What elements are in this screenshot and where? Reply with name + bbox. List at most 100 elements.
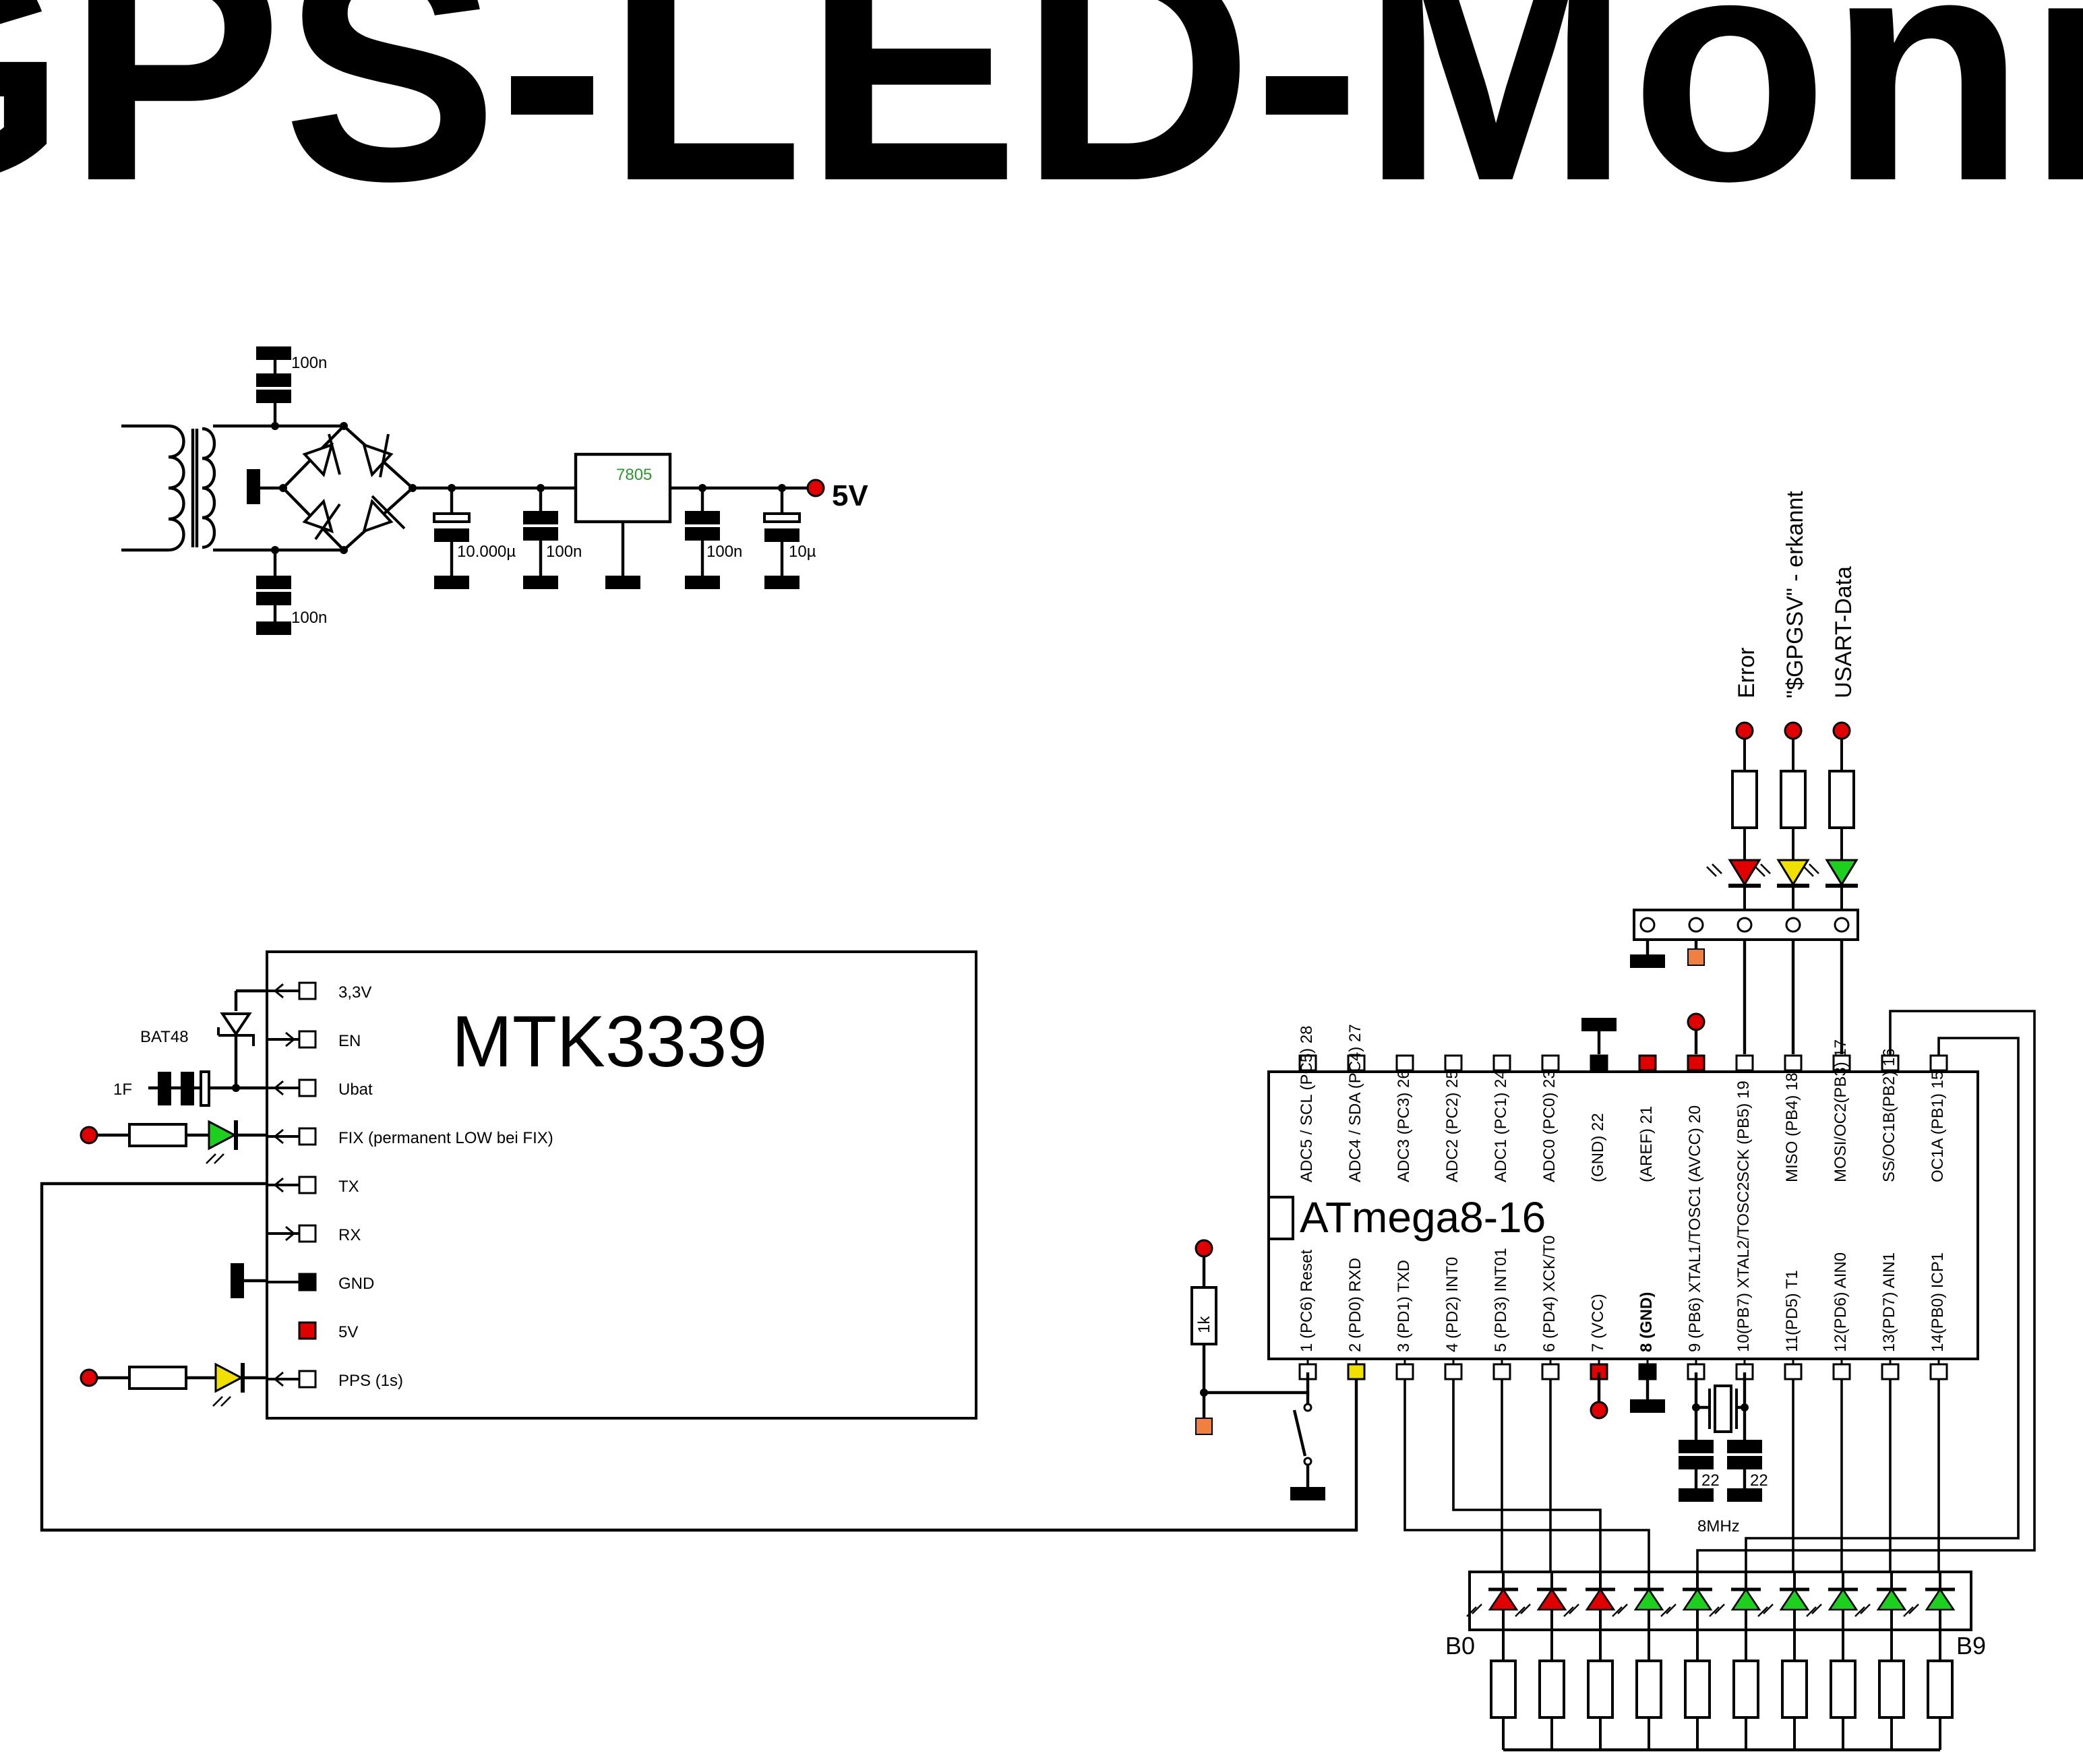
mcu-bottom-pin-label: 3 (PD1) TXD	[1395, 1260, 1413, 1352]
gps-pin-pad	[298, 981, 317, 1000]
mcu-top-pin-label: ADC1 (PC1) 24	[1492, 1070, 1510, 1182]
status-led	[1728, 859, 1761, 886]
cap-bottom: 100n	[256, 550, 327, 635]
mcu-top-pin-pad	[1492, 1054, 1511, 1072]
mcu-bottom-pin-label: 8 (GND)	[1637, 1292, 1656, 1352]
regulator-label: 7805	[616, 466, 652, 484]
pps-led	[214, 1362, 244, 1393]
regulator-7805: 7805	[574, 452, 672, 589]
mcu-name: ATmega8-16	[1300, 1193, 1546, 1242]
elko-out: 10µ	[763, 484, 816, 589]
gps-pin-label: RX	[338, 1226, 361, 1244]
bar-first-label: B0	[1445, 1632, 1475, 1660]
mcu-top-pin-label: (GND) 22	[1589, 1113, 1607, 1182]
cap-out: 100n	[685, 484, 742, 589]
bar-resistor	[1781, 1660, 1808, 1719]
gps-pin-label: FIX (permanent LOW bei FIX)	[338, 1129, 553, 1147]
connector-hole	[1688, 917, 1704, 933]
cap-top-label: 100n	[291, 354, 327, 372]
mcu-bottom-pin-pad	[1784, 1363, 1803, 1380]
bar-resistor	[1732, 1660, 1759, 1719]
led-bar-wiring	[1403, 1010, 2036, 1572]
mcu-top-pins: ADC5 / SCL (PC5) 28 ADC4 / SDA (PC4) 27 AD…	[1298, 1024, 1948, 1182]
bar-resistor	[1538, 1660, 1565, 1719]
fix-led	[208, 1120, 237, 1151]
mcu-top-connections	[1581, 1012, 1705, 1054]
cap-out-label: 100n	[706, 543, 742, 561]
mcu-top-pin-pad	[1784, 1054, 1803, 1072]
power-supply: 100n 100n	[121, 346, 868, 635]
gps-pin-pad	[298, 1370, 317, 1389]
mcu-bottom-pin-pad	[1347, 1363, 1366, 1380]
mcu-top-pin-pad	[1832, 1054, 1851, 1072]
gps-pin-pad	[298, 1127, 317, 1146]
mcu-bottom-pin-label: 6 (PD4) XCK/T0	[1540, 1236, 1559, 1352]
mcu-bottom-pin-label: 14(PB0) ICP1	[1929, 1252, 1947, 1352]
mcu-top-pin-label: ADC5 / SCL (PC5) 28	[1298, 1025, 1316, 1182]
gps-pin-pad	[298, 1176, 317, 1194]
bar-resistor	[1927, 1660, 1954, 1719]
crystal-8mhz: 22 22 8MHz	[1679, 1372, 1768, 1535]
connector-hole	[1785, 917, 1801, 933]
mcu-top-pin-label: ADC4 / SDA (PC4) 27	[1346, 1024, 1364, 1182]
bar-resistor	[1635, 1660, 1662, 1719]
mcu-bottom-pin-label: 1 (PC6) Reset	[1298, 1250, 1316, 1352]
mcu-atmega8: ATmega8-16 ADC5 / SCL (PC5) 28 ADC4 / SDA…	[1267, 1024, 1979, 1380]
led-bar: B0 B9	[1445, 1571, 1986, 1752]
mcu-top-pin-label: (AVCC) 20	[1686, 1105, 1704, 1182]
mcu-bottom-pin-label: 13(PD7) AIN1	[1880, 1252, 1898, 1352]
status-led-label: "$GPGSV" - erkannt	[1782, 491, 1808, 698]
mcu-bottom-pin-label: 11(PD5) T1	[1783, 1270, 1801, 1352]
gps-pin-pad	[298, 1078, 317, 1097]
mcu-top-pin-label: SCK (PB5) 19	[1734, 1081, 1753, 1182]
mcu-top-pin-pad	[1638, 1054, 1657, 1072]
cap-top: 100n	[256, 346, 327, 426]
mcu-top-pin-label: (AREF) 21	[1637, 1106, 1656, 1182]
mcu-bottom-pin-pad	[1881, 1363, 1900, 1380]
gps-pin-pad	[298, 1224, 317, 1243]
mcu-bottom-pin-pad	[1444, 1363, 1463, 1380]
mcu-top-pin-label: MISO (PB4) 18	[1783, 1072, 1801, 1182]
supercap-label: 1F	[113, 1081, 132, 1099]
gps-pin-label: 5V	[338, 1323, 358, 1341]
bar-resistor	[1878, 1660, 1905, 1719]
mcu-top-pin-pad	[1929, 1054, 1948, 1072]
bar-resistor	[1684, 1660, 1711, 1719]
pps-led-circuit	[80, 1362, 267, 1407]
mcu-top-pin-label: OC1A (PB1) 15	[1929, 1071, 1947, 1182]
gps-pin-label: EN	[338, 1032, 361, 1050]
status-led-label: Error	[1734, 647, 1759, 698]
wire-tx-to-rxd	[40, 1182, 1358, 1532]
mcu-top-pin-label: ADC0 (PC0) 23	[1540, 1070, 1559, 1182]
mcu-top-pin-pad	[1298, 1054, 1317, 1072]
output-5v-label: 5V	[832, 479, 868, 512]
gps-pin-label: Ubat	[338, 1081, 373, 1099]
mcu-top-pin-pad	[1347, 1054, 1366, 1072]
bar-last-label: B9	[1956, 1632, 1986, 1660]
mcu-top-pin-label: ADC3 (PC3) 26	[1395, 1070, 1413, 1182]
crystal-label: 8MHz	[1697, 1517, 1740, 1535]
mcu-bottom-power	[1590, 1372, 1665, 1420]
mcu-bottom-pin-pad	[1492, 1363, 1511, 1380]
fix-led-circuit	[80, 1120, 267, 1164]
mcu-bottom-pin-label: 10(PB7) XTAL2/TOSC2	[1734, 1182, 1753, 1352]
crystal-cap-1-label: 22	[1701, 1471, 1720, 1490]
mcu-bottom-pin-pad	[1541, 1363, 1560, 1380]
status-led	[1776, 859, 1810, 886]
bridge-rectifier	[253, 422, 417, 554]
mcu-top-pin-pad	[1444, 1054, 1463, 1072]
mcu-bottom-pin-pad	[1832, 1363, 1851, 1380]
mcu-bottom-pin-label: 2 (PD0) RXD	[1346, 1258, 1364, 1352]
elko-main: 10.000µ	[433, 484, 516, 589]
mcu-bottom-pin-pad	[1395, 1363, 1414, 1380]
gps-pin-label: GND	[338, 1275, 374, 1293]
cap-bottom-label: 100n	[291, 609, 327, 627]
bat48-diode: BAT48	[140, 989, 267, 1088]
mcu-bottom-pin-pad	[1929, 1363, 1948, 1380]
reset-circuit: 1k	[1190, 1239, 1325, 1500]
bar-resistor	[1490, 1660, 1517, 1719]
